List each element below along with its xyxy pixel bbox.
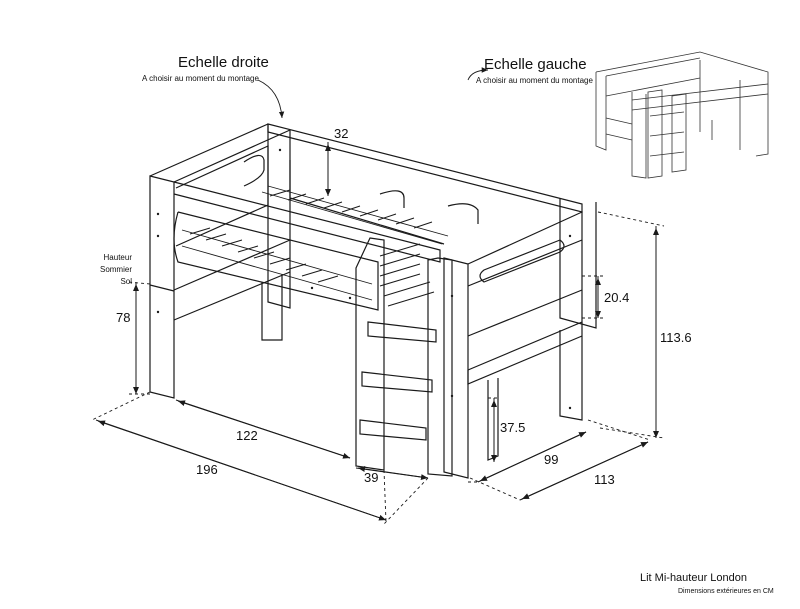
dim-guard-height: 32 <box>334 126 349 141</box>
dim-slat-height: 78 <box>116 310 131 325</box>
bed-main-drawing <box>149 123 597 479</box>
left-ladder-title: Echelle gauche <box>484 56 587 73</box>
dimension-lines <box>95 142 659 521</box>
dim-total-height: 113.6 <box>660 330 692 345</box>
dim-inner-width: 99 <box>544 452 559 467</box>
dim-under-clearance: 37.5 <box>500 420 526 435</box>
height-legend-line-2: Sommier <box>99 265 132 274</box>
height-legend-line-3: Sol <box>120 277 132 286</box>
dim-ladder-width: 39 <box>364 470 379 485</box>
right-ladder-subtitle: A choisir au moment du montage <box>142 74 259 83</box>
product-name: Lit Mi-hauteur London <box>640 572 748 584</box>
dim-inner-length: 122 <box>236 428 258 443</box>
extension-lines <box>91 211 665 525</box>
dim-total-length: 196 <box>196 462 218 477</box>
right-ladder-title: Echelle droite <box>178 54 269 71</box>
dimensions-note: Dimensions extérieures en CM <box>678 588 774 595</box>
left-ladder-subtitle: A choisir au moment du montage <box>476 76 593 85</box>
ladder-pointers <box>257 67 489 119</box>
height-legend: Hauteur Sommier Sol <box>86 252 132 288</box>
dim-headboard-panel: 20.4 <box>604 290 630 305</box>
left-ladder-thumbnail <box>595 51 769 179</box>
height-legend-line-1: Hauteur <box>103 253 132 262</box>
dim-total-width: 113 <box>594 472 615 487</box>
